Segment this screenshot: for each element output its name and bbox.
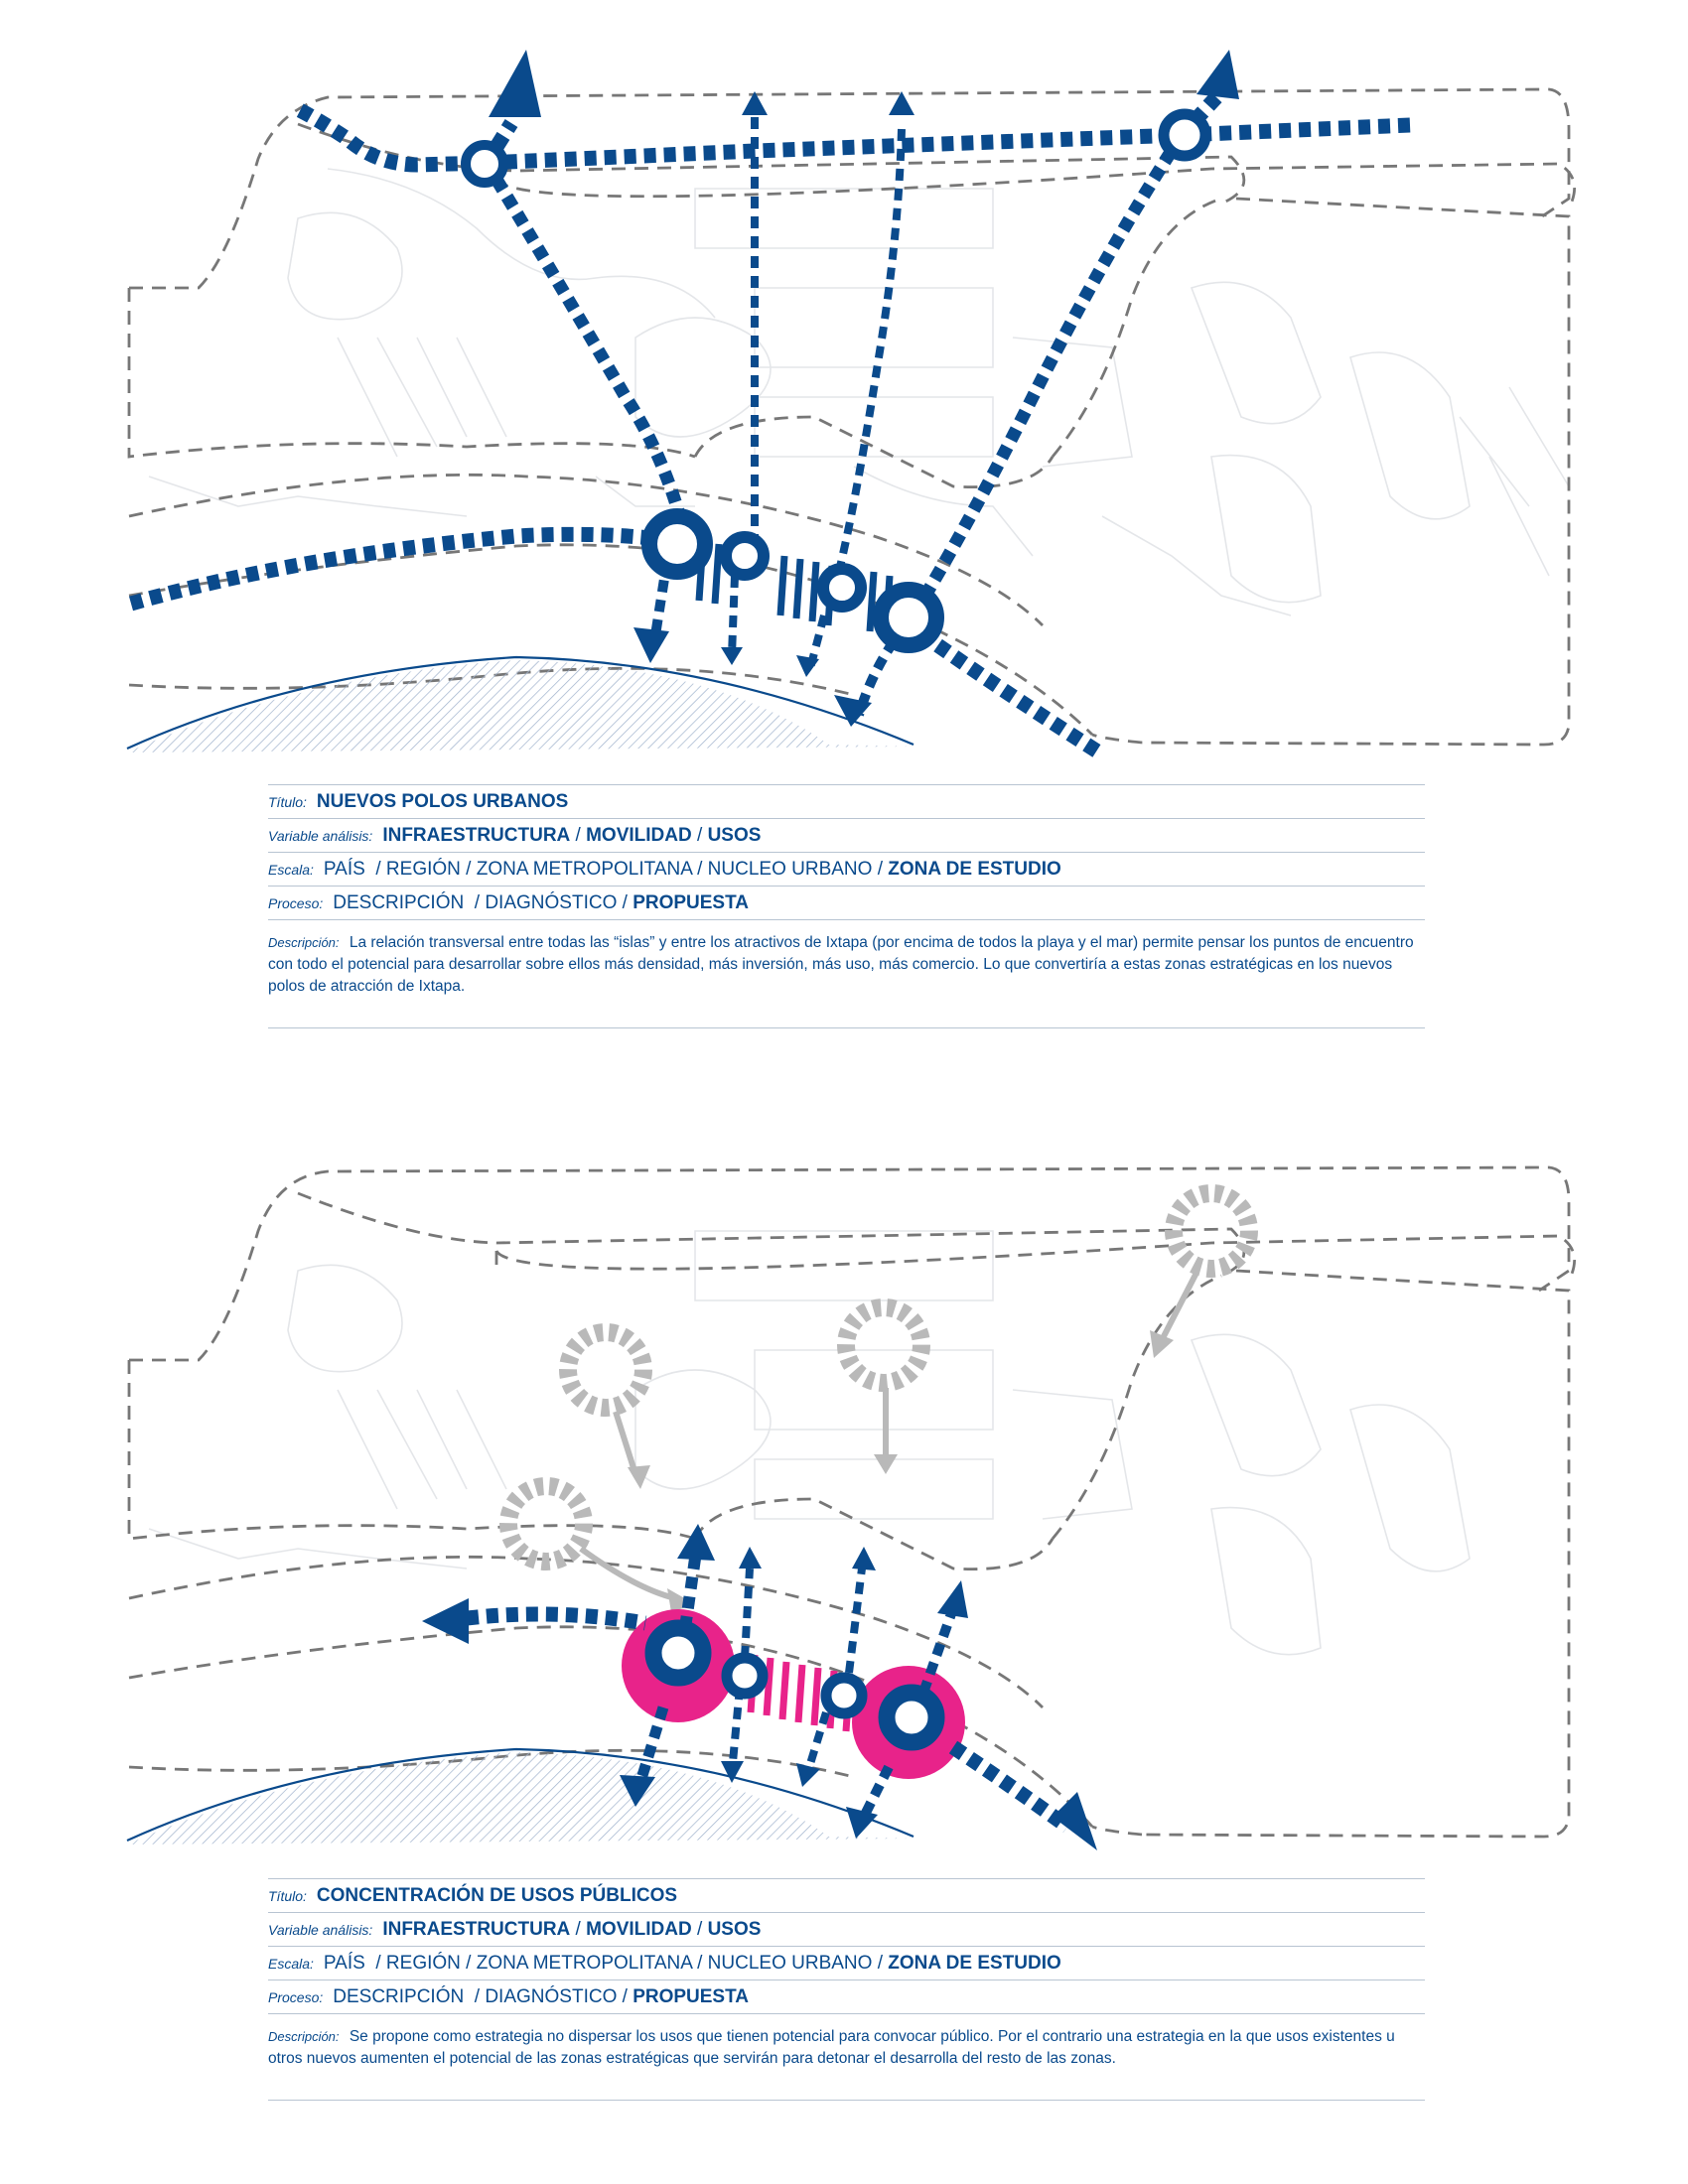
node-coast-2 — [720, 531, 770, 581]
node-coast-2 — [721, 1652, 769, 1700]
arrow-head-n3 — [852, 1547, 876, 1570]
grey-node-w — [499, 1477, 593, 1570]
variable-item: INFRAESTRUCTURA — [382, 1918, 571, 1940]
coastline — [126, 1747, 914, 1843]
info-sheet-1: Título: NUEVOS POLOS URBANOS Variable an… — [268, 784, 1425, 1028]
arrow-head-s1 — [633, 627, 669, 663]
arrow-head-west — [422, 1598, 469, 1644]
process-selected: PROPUESTA — [633, 891, 750, 913]
grey-node-center — [837, 1298, 930, 1392]
process-middle: / DIAGNÓSTICO / — [464, 891, 633, 913]
arrow-head-s2 — [721, 1761, 744, 1783]
variable-row: Variable análisis: INFRAESTRUCTURA / MOV… — [268, 818, 1425, 852]
arrow-head-s4 — [846, 1807, 878, 1839]
node-coast-4 — [878, 1684, 945, 1751]
grey-node-ne — [1165, 1184, 1258, 1278]
scale-middle: / REGIÓN / ZONA METROPOLITANA / NUCLEO U… — [364, 858, 889, 880]
process-item: DESCRIPCIÓN — [333, 891, 465, 913]
node-north-west — [461, 140, 508, 188]
variable-label: Variable análisis: — [268, 827, 373, 844]
arrow-heads — [489, 50, 1239, 727]
grey-arrow-heads — [628, 1330, 1174, 1612]
title-row: Título: CONCENTRACIÓN DE USOS PÚBLICOS — [268, 1878, 1425, 1912]
description-label: Descripción: — [268, 2029, 340, 2044]
mobility-corridors — [128, 91, 1411, 761]
node-coast-3 — [817, 563, 867, 613]
variable-label: Variable análisis: — [268, 1921, 373, 1938]
node-coast-3 — [820, 1672, 868, 1719]
description-block: Descripción: Se propone como estrategia … — [268, 2013, 1425, 2101]
variable-item: USOS — [707, 824, 762, 846]
scale-selected: ZONA DE ESTUDIO — [888, 1952, 1061, 1974]
arrow-head-s3 — [796, 1763, 820, 1787]
scale-selected: ZONA DE ESTUDIO — [888, 858, 1061, 880]
arrow-head-s3 — [796, 655, 819, 677]
process-middle: / DIAGNÓSTICO / — [464, 1985, 633, 2007]
title-label: Título: — [268, 1887, 307, 1904]
process-selected: PROPUESTA — [633, 1985, 750, 2007]
arrow-head-s1 — [620, 1775, 655, 1807]
node-coast-1 — [641, 508, 713, 580]
variable-row: Variable análisis: INFRAESTRUCTURA / MOV… — [268, 1912, 1425, 1946]
info-sheet-2: Título: CONCENTRACIÓN DE USOS PÚBLICOS V… — [268, 1878, 1425, 2101]
arrow-heads — [422, 1524, 1097, 1850]
arrow-head-s4 — [834, 695, 872, 727]
coastline — [126, 655, 914, 751]
grey-node-nw — [559, 1323, 652, 1417]
dispersed-uses — [499, 1184, 1258, 1601]
arrow-head-n2 — [739, 1547, 762, 1569]
variable-item: INFRAESTRUCTURA — [382, 824, 571, 846]
arrow-head-southeast — [1053, 1792, 1097, 1850]
variable-sep: / — [691, 1918, 708, 1940]
process-item: DESCRIPCIÓN — [333, 1985, 465, 2007]
description-label: Descripción: — [268, 935, 340, 950]
process-label: Proceso: — [268, 1988, 324, 2005]
mobility-corridors — [466, 1558, 1072, 1834]
process-row: Proceso: DESCRIPCIÓN / DIAGNÓSTICO / PRO… — [268, 886, 1425, 919]
urban-nodes — [644, 1619, 945, 1751]
scale-middle: / REGIÓN / ZONA METROPOLITANA / NUCLEO U… — [364, 1952, 889, 1974]
zone-boundaries — [127, 1165, 1577, 1839]
scale-item: PAÍS — [323, 858, 365, 880]
sea-area — [127, 660, 914, 752]
process-row: Proceso: DESCRIPCIÓN / DIAGNÓSTICO / PRO… — [268, 1979, 1425, 2013]
sea-area — [127, 1752, 914, 1844]
title-label: Título: — [268, 793, 307, 810]
arrow-head-n2 — [889, 91, 914, 115]
description-text: Se propone como estrategia no dispersar … — [268, 2028, 1395, 2067]
map-nuevos-polos — [126, 50, 1577, 761]
arrow-head-s2 — [721, 647, 743, 665]
title-value: CONCENTRACIÓN DE USOS PÚBLICOS — [316, 1884, 678, 1906]
arrow-head-nw — [489, 50, 541, 117]
node-coast-4 — [873, 582, 944, 653]
map-concentracion-usos — [126, 1165, 1577, 1850]
description-block: Descripción: La relación transversal ent… — [268, 919, 1425, 1028]
arrow-head-n4 — [937, 1580, 968, 1618]
process-label: Proceso: — [268, 894, 324, 911]
title-row: Título: NUEVOS POLOS URBANOS — [268, 784, 1425, 818]
arrow-head-n1 — [742, 91, 768, 115]
variable-sep: / — [570, 1918, 587, 1940]
city-fabric — [148, 168, 1570, 616]
zone-boundaries — [127, 87, 1577, 747]
variable-item: MOVILIDAD — [586, 1918, 692, 1940]
city-fabric — [148, 1230, 1471, 1656]
arrow-head-n1 — [677, 1524, 715, 1561]
description-text: La relación transversal entre todas las … — [268, 934, 1414, 995]
variable-item: MOVILIDAD — [586, 824, 692, 846]
title-value: NUEVOS POLOS URBANOS — [316, 790, 569, 812]
scale-row: Escala: PAÍS / REGIÓN / ZONA METROPOLITA… — [268, 1946, 1425, 1979]
scale-label: Escala: — [268, 1955, 314, 1972]
variable-item: USOS — [707, 1918, 762, 1940]
scale-row: Escala: PAÍS / REGIÓN / ZONA METROPOLITA… — [268, 852, 1425, 886]
variable-sep: / — [691, 824, 708, 846]
urban-nodes — [461, 108, 1211, 653]
scale-label: Escala: — [268, 861, 314, 878]
variable-sep: / — [570, 824, 587, 846]
arrow-head-ne — [1196, 50, 1239, 99]
scale-item: PAÍS — [323, 1952, 365, 1974]
node-coast-1 — [644, 1619, 712, 1687]
node-north-east — [1158, 108, 1211, 162]
